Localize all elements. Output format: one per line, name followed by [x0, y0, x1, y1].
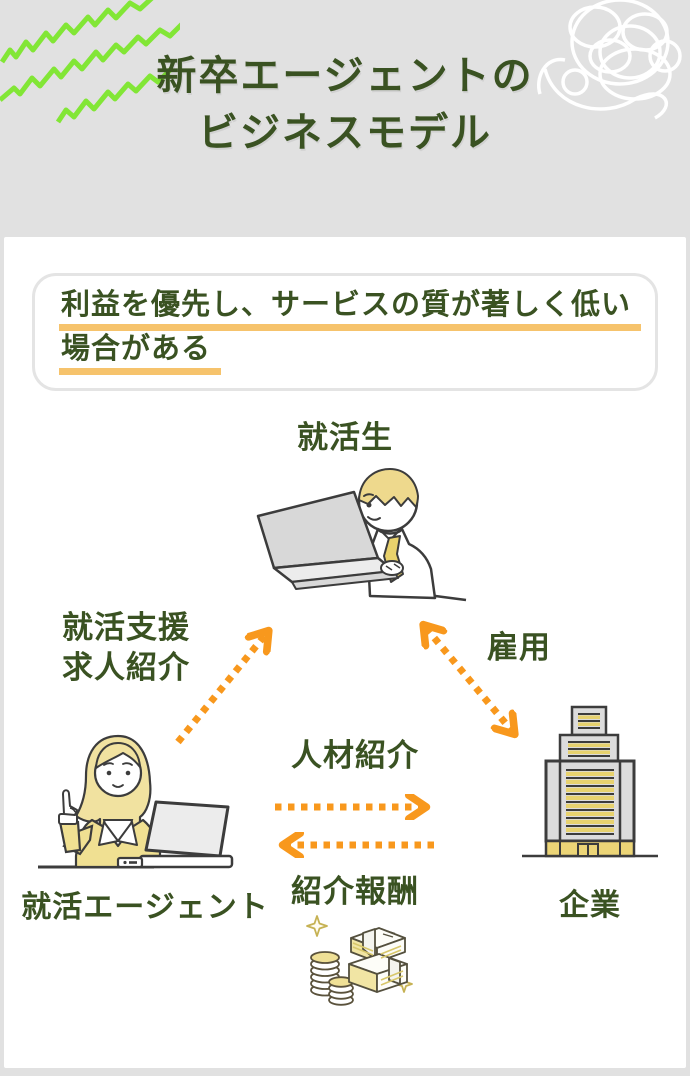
flow-label-support-line1: 就活支援: [62, 610, 190, 645]
flow-label-support-line2: 求人紹介: [62, 650, 190, 685]
flow-label-employment: 雇用: [487, 630, 551, 665]
flow-label-support: 就活支援 求人紹介: [62, 608, 190, 688]
callout-line1: 利益を優先し、サービスの質が著しく低い: [59, 288, 642, 331]
node-label-agent: 就活エージェント: [21, 891, 269, 924]
node-label-student: 就活生: [297, 420, 393, 455]
page-title-line1: 新卒エージェントの: [156, 54, 534, 98]
flow-label-reward: 紹介報酬: [291, 874, 419, 909]
page-title-line2: ビジネスモデル: [198, 111, 492, 155]
callout-line2: 場合がある: [59, 332, 222, 375]
node-label-company: 企業: [559, 889, 621, 922]
flow-label-referral: 人材紹介: [291, 738, 419, 773]
callout-box: 利益を優先し、サービスの質が著しく低い 場合がある: [32, 273, 658, 391]
page-title: 新卒エージェントの ビジネスモデル: [0, 48, 690, 162]
